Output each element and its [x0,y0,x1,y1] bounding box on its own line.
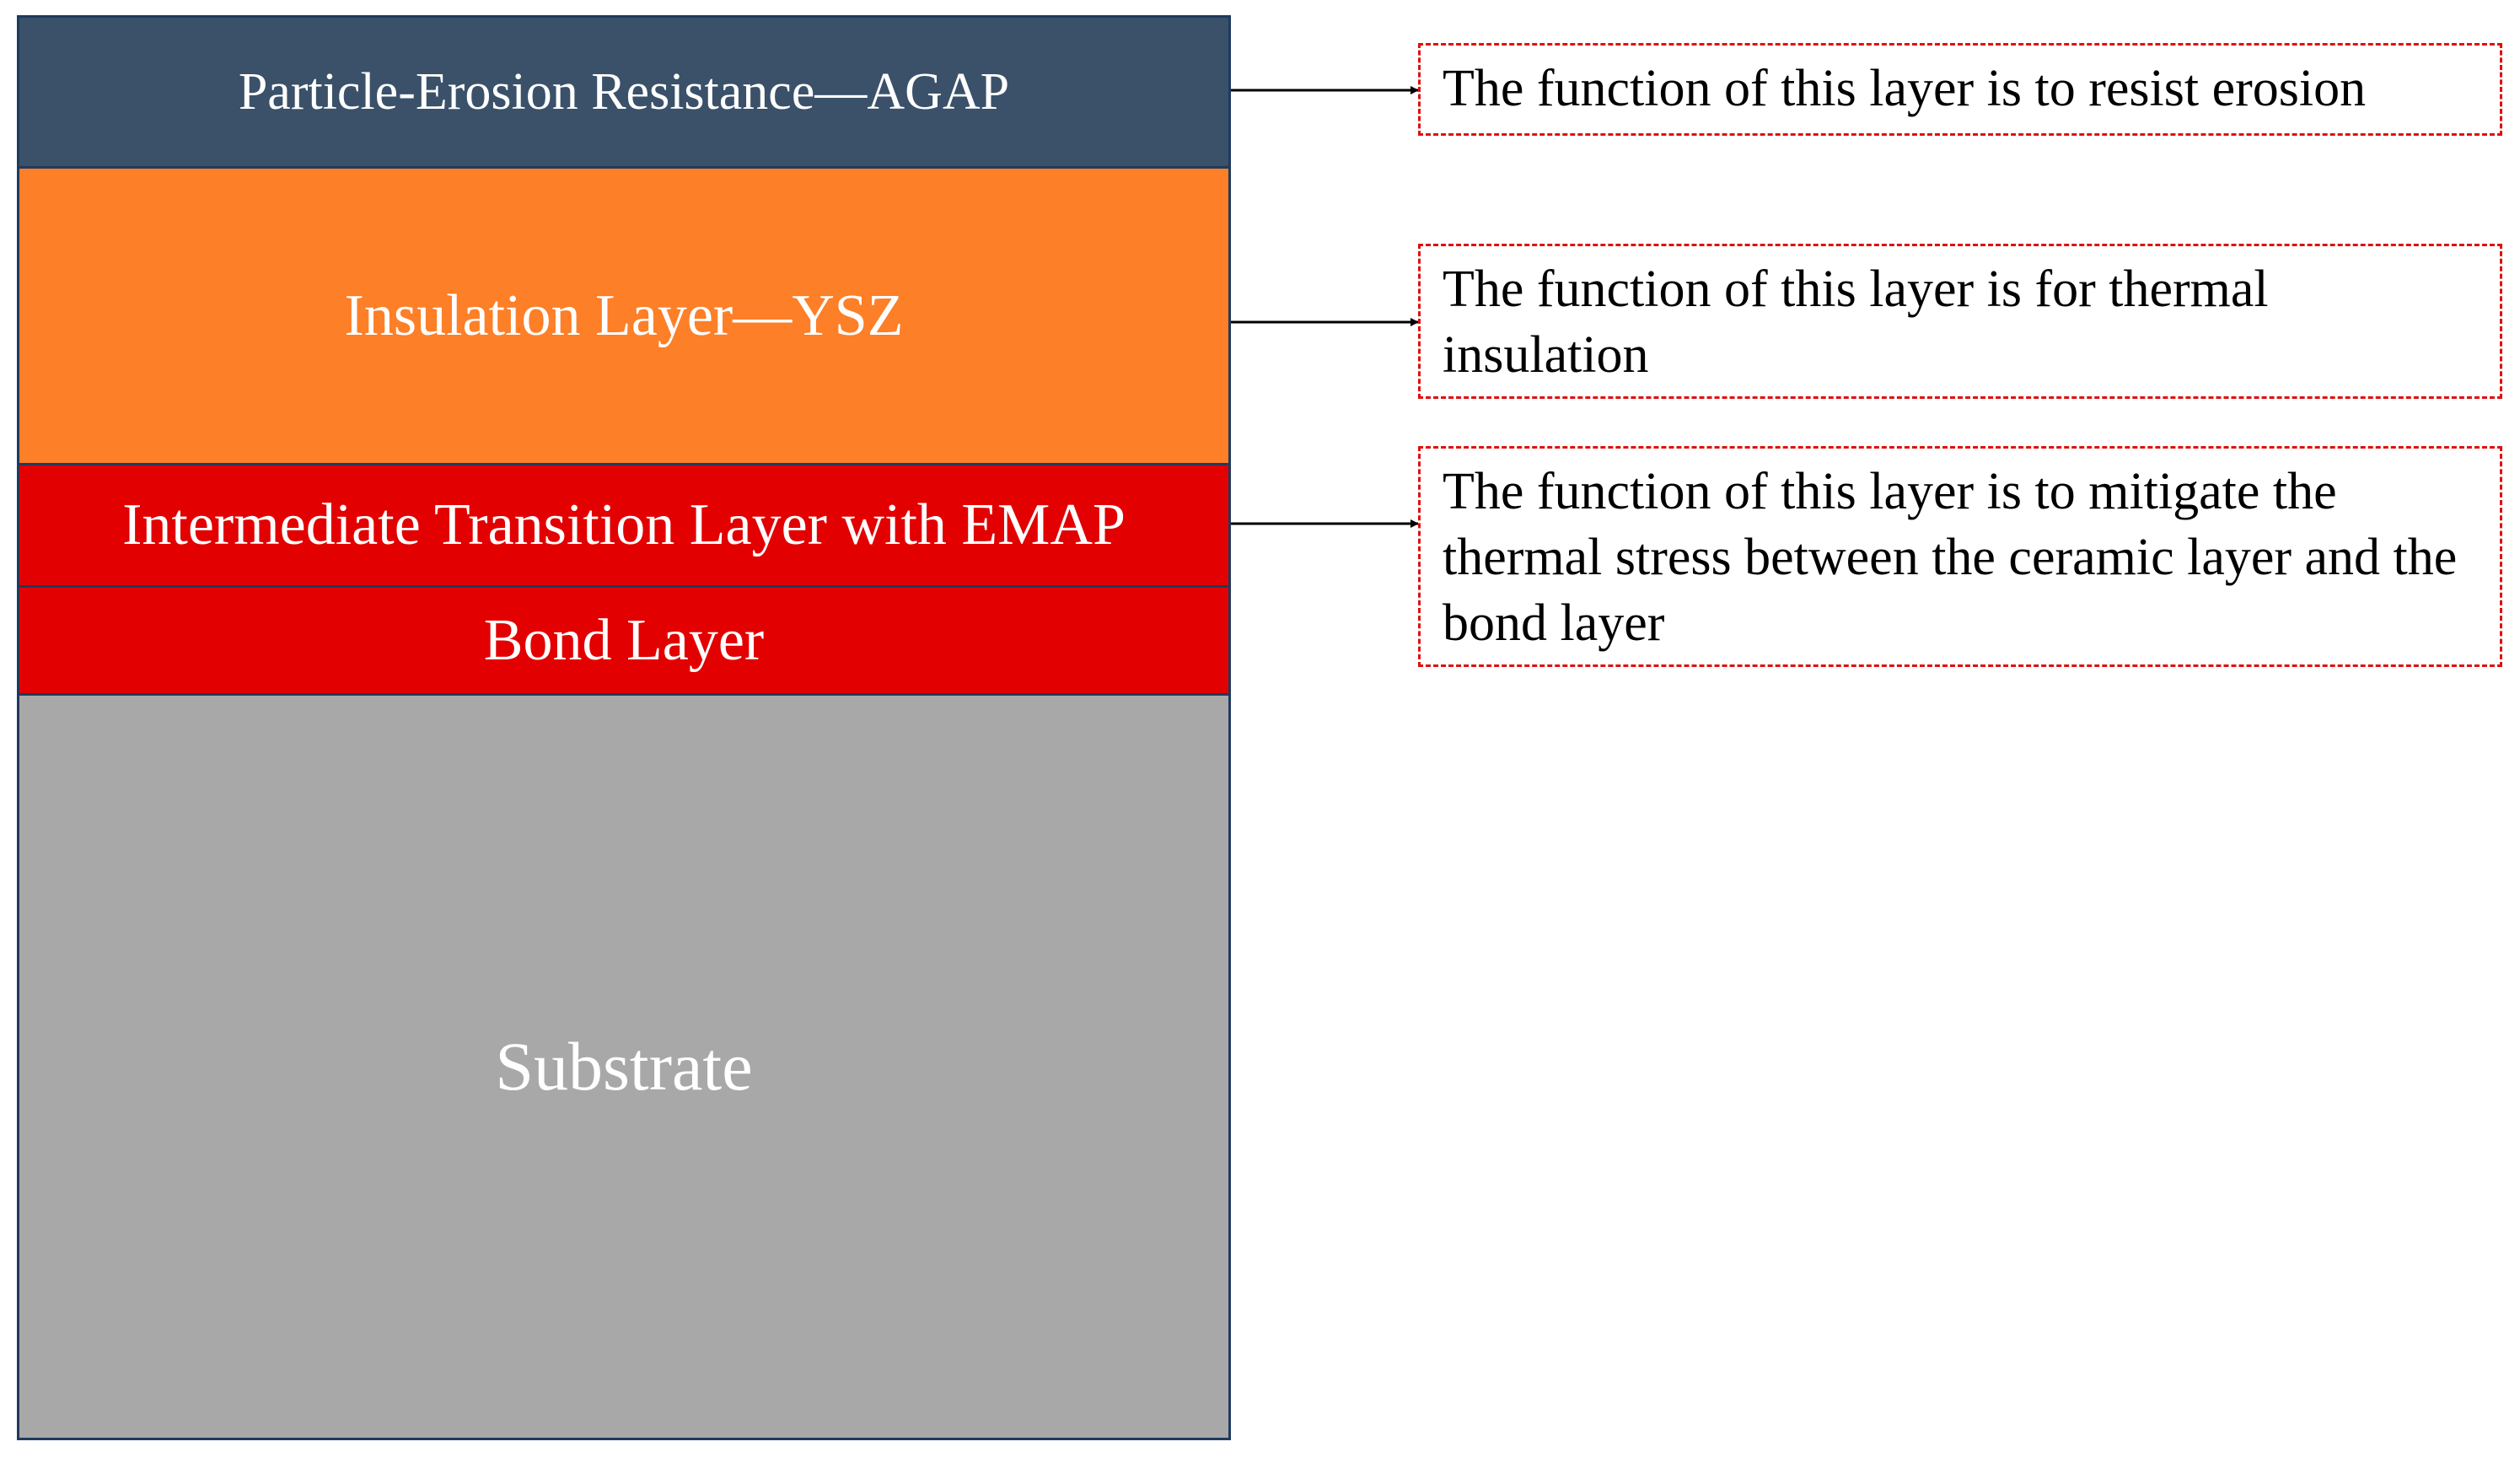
layer-bond-label: Bond Layer [483,607,765,673]
coating-layer-stack: Particle-Erosion Resistance—AGAP Insulat… [17,15,1231,1440]
note-erosion-text: The function of this layer is to resist … [1443,60,2367,117]
layer-agap: Particle-Erosion Resistance—AGAP [19,18,1228,169]
layer-ysz-insulation: Insulation Layer—YSZ [19,169,1228,465]
note-insulation-text: The function of this layer is for therma… [1443,261,2269,384]
layer-bond: Bond Layer [19,588,1228,696]
note-thermal-stress-text: The function of this layer is to mitigat… [1443,463,2458,652]
layer-substrate-label: Substrate [495,1028,753,1105]
layer-intermediate-transition: Intermediate Transition Layer with EMAP [19,465,1228,588]
note-insulation-function: The function of this layer is for therma… [1418,244,2502,399]
note-erosion-function: The function of this layer is to resist … [1418,43,2502,136]
note-thermal-stress-function: The function of this layer is to mitigat… [1418,446,2502,667]
layer-ysz-label: Insulation Layer—YSZ [344,282,904,348]
layer-intermediate-label: Intermediate Transition Layer with EMAP [122,492,1126,557]
layer-substrate: Substrate [19,696,1228,1438]
layer-agap-label: Particle-Erosion Resistance—AGAP [238,62,1010,121]
